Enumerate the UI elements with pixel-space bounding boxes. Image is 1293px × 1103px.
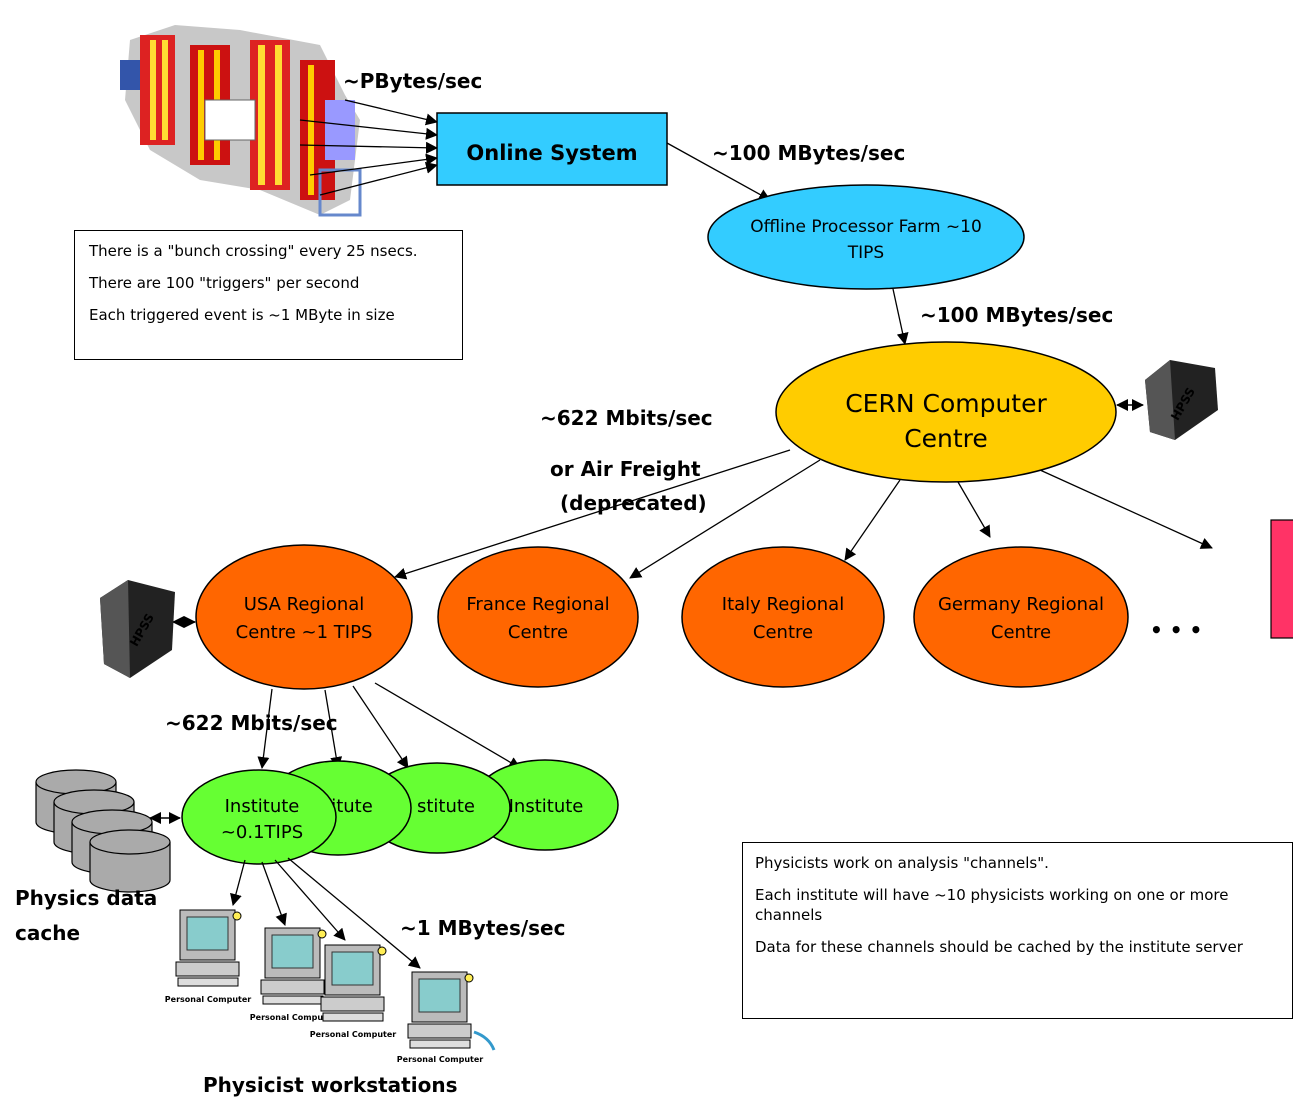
note-top-line-3: Each triggered event is ~1 MByte in size: [89, 306, 395, 324]
italy-label-2: Centre: [753, 622, 813, 643]
france-label-1: France Regional: [466, 594, 609, 615]
workstations-label: Physicist workstations: [203, 1073, 457, 1097]
institute-main-label-2: ~0.1TIPS: [221, 822, 303, 843]
workstation-icon: Personal Computer: [397, 971, 496, 1064]
detector-image: [120, 25, 362, 217]
svg-text:Personal Computer: Personal Computer: [250, 1013, 336, 1022]
trigger-info-note: There is a "bunch crossing" every 25 nse…: [74, 230, 463, 360]
cern-label-2: Centre: [904, 424, 988, 453]
svg-text:Personal Computer: Personal Computer: [310, 1030, 396, 1039]
physics-cache-label-2: cache: [15, 921, 80, 945]
usa-label-2: Centre ~1 TIPS: [236, 622, 373, 643]
note-top-line-1: There is a "bunch crossing" every 25 nse…: [89, 242, 418, 260]
air-freight-label-1: or Air Freight: [550, 457, 701, 481]
air-freight-label-2: (deprecated): [560, 491, 707, 515]
institute-main-node: [181, 769, 337, 865]
germany-regional-node: [913, 546, 1129, 688]
physics-cache-label-1: Physics data: [15, 886, 157, 910]
workstation-icon: Personal Computer: [165, 909, 251, 1004]
online-system-box: [436, 112, 668, 186]
france-label-2: Centre: [508, 622, 568, 643]
detector-rate-label: ~PBytes/sec: [343, 69, 482, 93]
institute-to-workstation-rate: ~1 MBytes/sec: [400, 916, 565, 940]
italy-label-1: Italy Regional: [722, 594, 844, 615]
regional-to-institute-rate: ~622 Mbits/sec: [165, 711, 338, 735]
institute-4-label: Institute: [509, 796, 584, 817]
online-system-label: Online System: [466, 141, 637, 165]
note-bottom-line-3: Data for these channels should be cached…: [755, 938, 1243, 956]
physicists-info-note: Physicists work on analysis "channels". …: [742, 842, 1293, 1019]
svg-text:Personal Computer: Personal Computer: [165, 995, 251, 1004]
usa-regional-node: [195, 544, 413, 690]
cern-to-regional-rate: ~622 Mbits/sec: [540, 406, 713, 430]
france-regional-node: [437, 546, 639, 688]
workstation-icon: Personal Computer: [310, 944, 396, 1039]
pink-side-box: [1270, 519, 1293, 639]
cern-storage-icon: HPSS: [1145, 360, 1218, 440]
note-bottom-line-1: Physicists work on analysis "channels".: [755, 854, 1049, 872]
note-bottom-line-2: Each institute will have ~10 physicists …: [755, 886, 1229, 924]
cern-node: [775, 341, 1117, 483]
offline-farm-label-2: TIPS: [847, 243, 884, 263]
institute-main-label-1: Institute: [225, 796, 300, 817]
farm-to-cern-rate: ~100 MBytes/sec: [920, 303, 1113, 327]
offline-farm-node: [707, 184, 1025, 290]
note-top-line-2: There are 100 "triggers" per second: [89, 274, 360, 292]
cern-label-1: CERN Computer: [845, 389, 1047, 418]
more-regionals-ellipsis: • • •: [1150, 618, 1202, 642]
institute-3-label: stitute: [417, 796, 475, 817]
italy-regional-node: [681, 546, 885, 688]
offline-farm-label-1: Offline Processor Farm ~10: [750, 217, 982, 237]
physics-data-cache-icon: [35, 769, 171, 893]
workstation-icon: Personal Computer: [250, 927, 336, 1022]
germany-label-2: Centre: [991, 622, 1051, 643]
usa-label-1: USA Regional: [244, 594, 365, 615]
institute-2-label: itute: [331, 796, 373, 817]
usa-storage-icon: HPSS: [100, 580, 175, 678]
germany-label-1: Germany Regional: [938, 594, 1104, 615]
online-to-farm-rate: ~100 MBytes/sec: [712, 141, 905, 165]
svg-text:Personal Computer: Personal Computer: [397, 1055, 483, 1064]
detector-arrows: [299, 99, 438, 196]
